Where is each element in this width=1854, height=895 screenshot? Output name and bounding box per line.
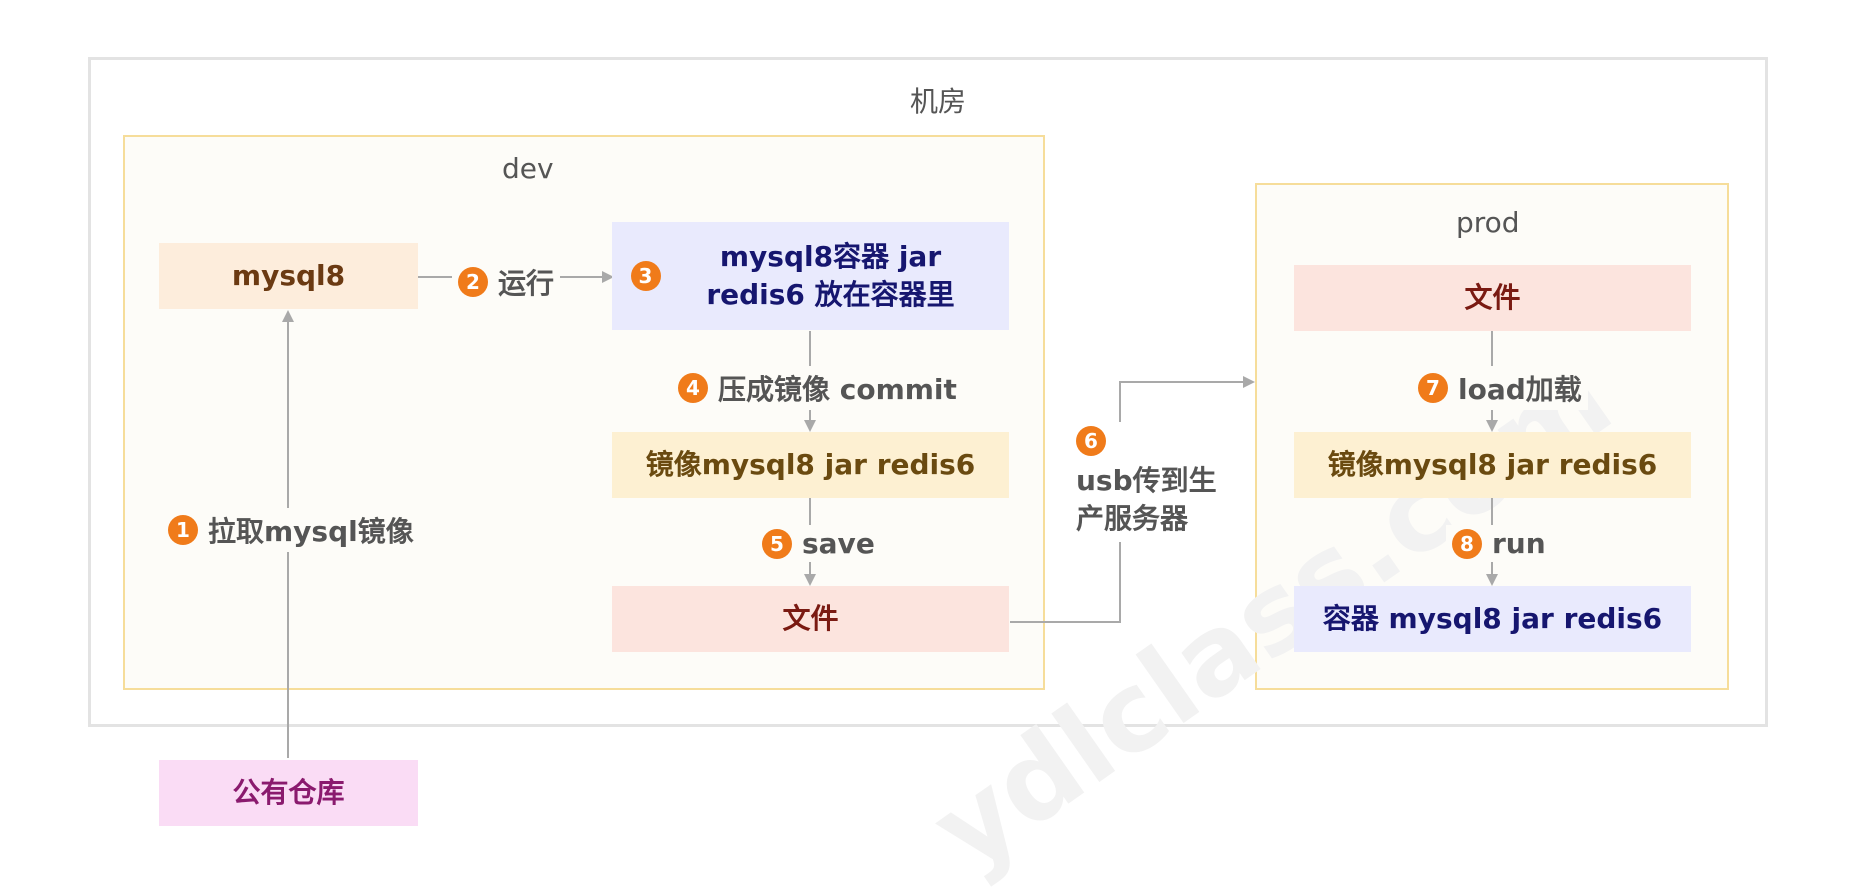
edge-label-step7-text: load加载: [1458, 373, 1582, 406]
node-file-prod[interactable]: 文件: [1294, 265, 1691, 331]
node-mysql8[interactable]: mysql8: [159, 243, 418, 309]
edge-label-step7: 7 load加载: [1412, 366, 1588, 410]
step-number-7: 7: [1418, 373, 1448, 403]
prod-title: prod: [1456, 206, 1520, 239]
node-mysql8-container[interactable]: 3 mysql8容器 jar redis6 放在容器里: [612, 222, 1009, 330]
edge-label-step4-text: 压成镜像 commit: [718, 373, 957, 406]
edge-label-step5-text: save: [802, 527, 875, 560]
step-number-2: 2: [458, 267, 488, 297]
node-container-prod[interactable]: 容器 mysql8 jar redis6: [1294, 586, 1691, 652]
step-number-1: 1: [168, 515, 198, 545]
edge-label-step6: 6 usb传到生产服务器: [1072, 422, 1230, 542]
dev-title: dev: [502, 152, 554, 185]
step-number-5: 5: [762, 528, 792, 559]
edge-label-step6-text: usb传到生产服务器: [1076, 464, 1217, 535]
edge-label-step8: 8 run: [1446, 525, 1552, 562]
node-image-dev[interactable]: 镜像mysql8 jar redis6: [612, 432, 1009, 498]
edge-label-step5: 5 save: [756, 525, 881, 562]
step-number-3: 3: [630, 261, 661, 291]
step-number-6: 6: [1076, 426, 1106, 456]
edge-label-step2-text: 运行: [498, 267, 555, 300]
node-public-repo[interactable]: 公有仓库: [159, 760, 418, 826]
step-number-4: 4: [678, 373, 708, 403]
node-file-dev[interactable]: 文件: [612, 586, 1009, 652]
edge-label-step1-text: 拉取mysql镜像: [208, 515, 414, 548]
edge-label-step8-text: run: [1492, 527, 1546, 560]
edge-label-step4: 4 压成镜像 commit: [672, 366, 963, 410]
node-mysql8-container-label: mysql8容器 jar redis6 放在容器里: [706, 240, 955, 311]
edge-label-step1: 1 拉取mysql镜像: [164, 508, 418, 552]
edge-label-step2: 2 运行: [452, 260, 561, 304]
step-number-8: 8: [1452, 528, 1482, 559]
node-image-prod[interactable]: 镜像mysql8 jar redis6: [1294, 432, 1691, 498]
server-room-title: 机房: [910, 85, 967, 118]
